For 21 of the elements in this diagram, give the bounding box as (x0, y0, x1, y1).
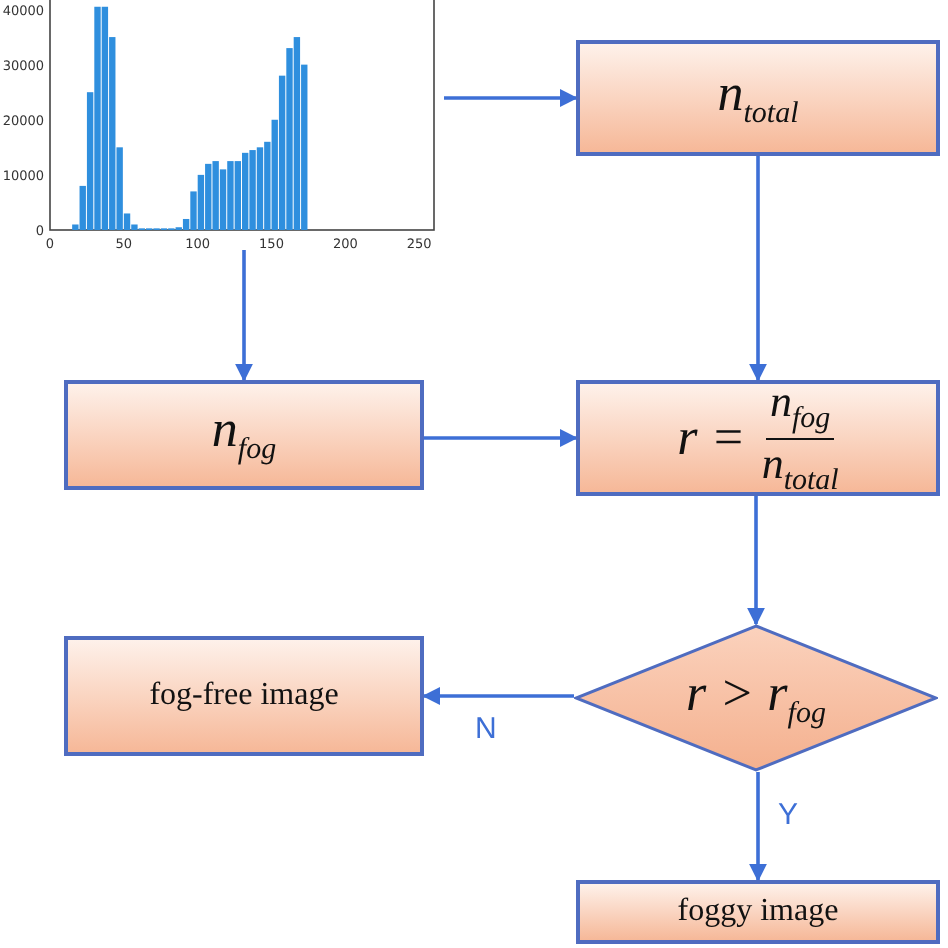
arrow (747, 496, 765, 626)
numerator-text: n$_{fog}$ (766, 378, 835, 439)
process-box (64, 380, 424, 490)
denominator-text: n$_{total}$ (761, 439, 839, 498)
formula-text: n$_{total}$ (717, 63, 799, 133)
arrow (235, 250, 253, 382)
arrow (444, 89, 578, 107)
process-box (64, 636, 424, 756)
arrow (422, 687, 574, 705)
arrow (749, 156, 767, 382)
process-box (576, 880, 940, 944)
arrow (424, 429, 578, 447)
box-label: foggy image (677, 894, 839, 930)
arrow (749, 772, 767, 882)
process-box (576, 380, 940, 496)
formula-text: r > r$_{fog}$ (686, 663, 826, 733)
formula-text: n$_{fog}$ (211, 400, 277, 470)
formula-text: r = (677, 408, 746, 468)
decision-diamond (574, 624, 938, 772)
process-box (576, 40, 940, 156)
box-label: fog-free image (149, 678, 339, 714)
